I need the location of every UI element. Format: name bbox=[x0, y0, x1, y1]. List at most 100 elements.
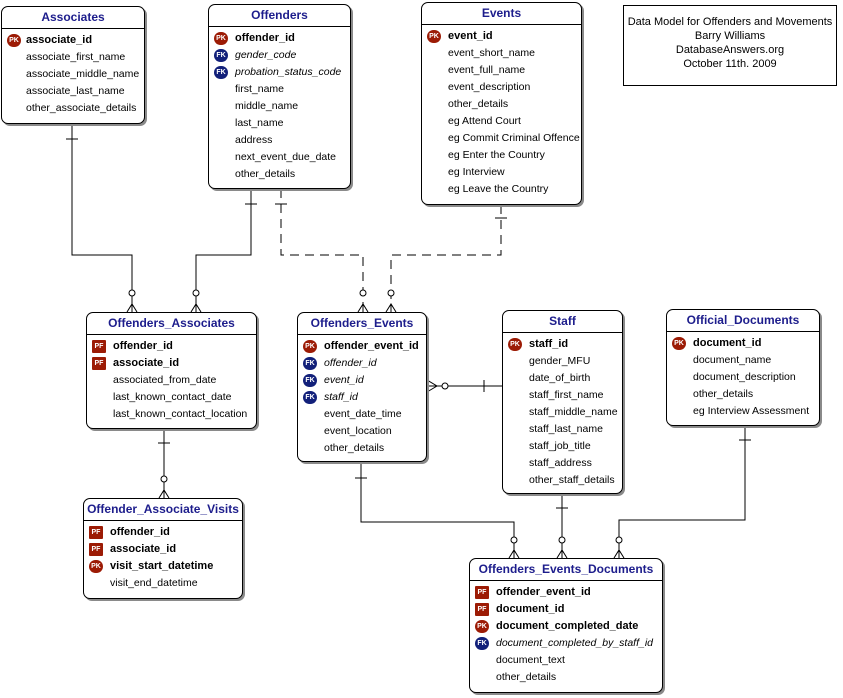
field-name: middle_name bbox=[235, 100, 299, 112]
entity-field: event_full_name bbox=[422, 62, 581, 79]
entity-field: eg Commit Criminal Offence bbox=[422, 130, 581, 147]
pk-key-icon: PK bbox=[7, 34, 21, 47]
fk-key-icon: FK bbox=[303, 357, 317, 370]
pf-key-icon: PF bbox=[475, 603, 489, 616]
field-name: document_id bbox=[496, 603, 565, 615]
field-name: probation_status_code bbox=[235, 66, 342, 78]
entity-field: PF document_id bbox=[470, 601, 662, 618]
field-name: next_event_due_date bbox=[235, 151, 337, 163]
field-name: associate_id bbox=[110, 543, 177, 555]
cardinality-zero-mark bbox=[128, 289, 136, 297]
cardinality-zero-mark bbox=[615, 536, 623, 544]
entity-field: eg Attend Court bbox=[422, 113, 581, 130]
note-line-title: Data Model for Offenders and Movements bbox=[627, 16, 833, 28]
entity-field: date_of_birth bbox=[503, 370, 622, 387]
field-name: document_text bbox=[496, 654, 565, 666]
rel-offenders-offenders-associates bbox=[195, 189, 252, 312]
field-name: gender_code bbox=[235, 49, 297, 61]
entity-field: PF associate_id bbox=[87, 355, 256, 372]
field-name: other_staff_details bbox=[529, 474, 615, 486]
pf-key-icon: PF bbox=[92, 357, 106, 370]
entity-field: staff_address bbox=[503, 455, 622, 472]
rel-offenders-events-documents bbox=[360, 462, 515, 558]
field-name: event_short_name bbox=[448, 47, 535, 59]
entity-title: Offenders_Events bbox=[298, 313, 426, 335]
rel-associates-offenders-associates bbox=[71, 124, 133, 312]
pf-key-icon: PF bbox=[475, 586, 489, 599]
entity-field: eg Interview Assessment bbox=[667, 403, 819, 420]
entity-title: Offenders bbox=[209, 5, 350, 27]
field-name: last_known_contact_date bbox=[113, 391, 232, 403]
diagram-title-note: Data Model for Offenders and Movements B… bbox=[623, 5, 837, 86]
pk-key-icon: PK bbox=[303, 340, 317, 353]
entity-title: Staff bbox=[503, 311, 622, 333]
fk-key-icon: FK bbox=[303, 374, 317, 387]
entity-field: staff_job_title bbox=[503, 438, 622, 455]
entity-title: Events bbox=[422, 3, 581, 25]
pf-key-icon: PF bbox=[89, 543, 103, 556]
field-name: offender_event_id bbox=[324, 340, 419, 352]
entity-field: other_details bbox=[209, 166, 350, 183]
field-name: associated_from_date bbox=[113, 374, 217, 386]
field-name: staff_address bbox=[529, 457, 592, 469]
field-name: gender_MFU bbox=[529, 355, 591, 367]
entity-field: associate_last_name bbox=[2, 83, 144, 100]
pf-key-icon: PF bbox=[89, 526, 103, 539]
entity-field: PK offender_event_id bbox=[298, 338, 426, 355]
entity-field: first_name bbox=[209, 81, 350, 98]
field-name: other_details bbox=[693, 388, 754, 400]
field-name: eg Interview bbox=[448, 166, 505, 178]
fk-key-icon: FK bbox=[214, 66, 228, 79]
entity-title: Associates bbox=[2, 7, 144, 29]
field-name: associate_id bbox=[26, 34, 93, 46]
entity-field: event_description bbox=[422, 79, 581, 96]
entity-field: gender_MFU bbox=[503, 353, 622, 370]
field-name: visit_start_datetime bbox=[110, 560, 214, 572]
pk-key-icon: PK bbox=[475, 620, 489, 633]
field-name: last_known_contact_location bbox=[113, 408, 248, 420]
field-name: other_details bbox=[324, 442, 385, 454]
field-name: offender_id bbox=[113, 340, 173, 352]
field-name: document_id bbox=[693, 337, 762, 349]
entity-field: staff_first_name bbox=[503, 387, 622, 404]
entity-field: last_known_contact_date bbox=[87, 389, 256, 406]
field-name: associate_id bbox=[113, 357, 180, 369]
cardinality-zero-mark bbox=[192, 289, 200, 297]
entity-title: Official_Documents bbox=[667, 310, 819, 332]
entity-field: other_details bbox=[667, 386, 819, 403]
cardinality-many-mark bbox=[426, 379, 438, 393]
entity-field: document_description bbox=[667, 369, 819, 386]
field-name: other_associate_details bbox=[26, 102, 137, 114]
entity-field: eg Leave the Country bbox=[422, 181, 581, 198]
entity-field: event_short_name bbox=[422, 45, 581, 62]
field-name: eg Commit Criminal Offence bbox=[448, 132, 580, 144]
field-name: event_location bbox=[324, 425, 392, 437]
field-name: document_description bbox=[693, 371, 796, 383]
field-name: offender_id bbox=[110, 526, 170, 538]
field-name: staff_first_name bbox=[529, 389, 604, 401]
rel-official-documents-events-documents bbox=[618, 426, 746, 558]
entity-field: eg Interview bbox=[422, 164, 581, 181]
pk-key-icon: PK bbox=[427, 30, 441, 43]
